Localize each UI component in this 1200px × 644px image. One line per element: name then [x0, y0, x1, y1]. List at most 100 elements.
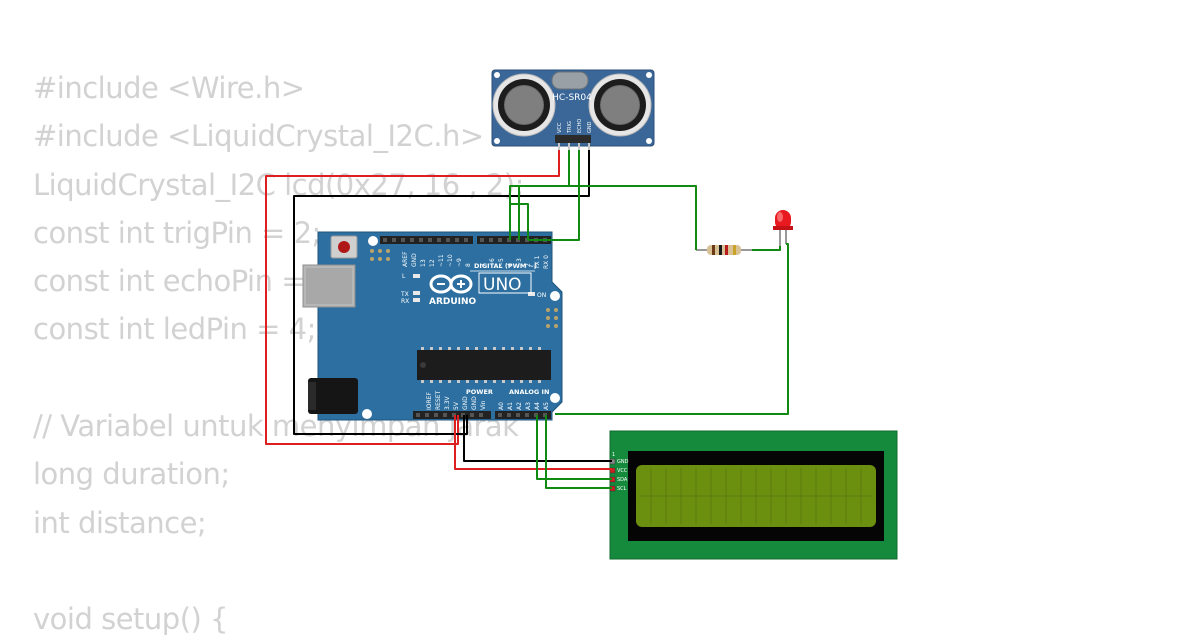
- pin-label: ~3: [516, 258, 523, 267]
- wire-led-signal[interactable]: [518, 185, 697, 250]
- code-editor: #include <Wire.h> #include <LiquidCrysta…: [33, 64, 524, 644]
- led-l-icon: [413, 274, 420, 278]
- pin-label: 7: [480, 263, 487, 267]
- lcd-pin-marker: 1: [612, 452, 615, 458]
- crystal-oscillator-icon: [551, 71, 589, 90]
- pin-label: 5V: [453, 401, 460, 410]
- pin-label: GND: [411, 253, 418, 267]
- pin-label: ~10: [447, 254, 454, 267]
- pin-label: ~5: [498, 258, 505, 267]
- pin-label: IOREF: [426, 392, 433, 410]
- wire-echo-stub[interactable]: [510, 203, 529, 240]
- sensor-pin-vcc[interactable]: [558, 143, 560, 151]
- wire-lcd-gnd[interactable]: [463, 415, 612, 462]
- power-led-icon: [528, 292, 535, 296]
- board-brand-label: ARDUINO: [429, 297, 477, 307]
- pin-label: A4: [534, 402, 541, 410]
- transducer-left-icon: [492, 73, 556, 137]
- lcd-pin-label: SCL: [617, 486, 627, 492]
- analog-label: ANALOG IN: [509, 388, 549, 396]
- pin-label: 3.3V: [444, 395, 451, 410]
- led-icon: [773, 210, 793, 248]
- pin-label: A3: [525, 402, 532, 410]
- led-label-l: L: [402, 273, 406, 280]
- usb-port-icon: [302, 264, 356, 308]
- pin-label: 13: [420, 259, 427, 267]
- power-jack-icon: [308, 378, 358, 414]
- pin-label: A0: [498, 402, 505, 410]
- analog-header[interactable]: [495, 411, 551, 419]
- icsp-header: [370, 249, 390, 261]
- transducer-right-icon: [588, 73, 652, 137]
- sensor-pin-label: TRIG: [567, 121, 573, 134]
- mount-hole-icon: [494, 72, 500, 78]
- ultrasonic-sensor[interactable]: HC-SR04 VCC TRIG ECHO GND: [491, 69, 655, 151]
- power-led-label: ON: [537, 292, 546, 299]
- mount-hole-icon: [362, 409, 372, 419]
- digital-label: DIGITAL (PWM ~): [474, 262, 537, 270]
- wire-sensor-vcc[interactable]: [265, 150, 560, 445]
- code-line: const int echoPin = 3;: [33, 264, 341, 299]
- code-line: const int ledPin = 4;: [33, 312, 316, 347]
- mount-hole-icon: [494, 138, 500, 144]
- lcd-pin-label: GND: [617, 459, 629, 465]
- sensor-pin-gnd[interactable]: [588, 143, 590, 151]
- code-line: #include <Wire.h>: [33, 71, 305, 105]
- sensor-pin-echo[interactable]: [578, 143, 580, 151]
- side-header: [546, 308, 558, 328]
- wire-lcd-sda[interactable]: [536, 415, 612, 480]
- pin-label: A5: [543, 402, 550, 410]
- pin-label: ~9: [456, 258, 463, 267]
- sensor-pin-label: ECHO: [577, 119, 583, 133]
- atmega-chip-icon: [417, 347, 551, 383]
- mount-hole-icon: [368, 236, 378, 246]
- digital-header-left[interactable]: [380, 236, 473, 244]
- code-line: long duration;: [33, 457, 230, 492]
- wire-lcd-vcc[interactable]: [454, 415, 612, 470]
- wire-lcd-scl[interactable]: [545, 415, 612, 489]
- mount-hole-icon: [646, 72, 652, 78]
- pin-label: ~6: [489, 258, 496, 267]
- lcd-pin-label: SDA: [617, 477, 628, 483]
- wire-led-gnd[interactable]: [555, 243, 789, 415]
- sensor-pin-label: GND: [587, 121, 593, 133]
- pin-label: 2: [525, 263, 532, 267]
- reset-button-icon[interactable]: [330, 235, 358, 259]
- sensor-header: [555, 135, 591, 143]
- led-label-tx: TX: [400, 291, 409, 298]
- led-tx-icon: [413, 291, 420, 295]
- arduino-infinity-logo: [429, 274, 473, 294]
- wire-sensor-gnd[interactable]: [293, 150, 590, 435]
- resistor-icon: [696, 245, 752, 255]
- arduino-uno-board[interactable]: AREF GND 13 12 ~11 ~10 ~9 8 7 ~6 ~5 4 ~3…: [302, 231, 563, 421]
- code-line: LiquidCrystal_I2C lcd(0x27, 16 , 2);: [33, 167, 524, 202]
- wire-resistor-led[interactable]: [752, 246, 781, 251]
- pin-label: RESET: [435, 390, 442, 410]
- led-rx-icon: [413, 298, 420, 302]
- red-led[interactable]: [773, 210, 793, 248]
- board-model-label: UNO: [483, 275, 522, 295]
- pin-label: A2: [516, 402, 523, 410]
- pin-label: A1: [507, 402, 514, 410]
- pin-label: ~11: [438, 254, 445, 267]
- mount-hole-icon: [646, 138, 652, 144]
- mount-hole-icon: [550, 291, 560, 301]
- wire-echo[interactable]: [528, 150, 580, 241]
- pin-label: 4: [507, 263, 514, 267]
- sensor-model-label: HC-SR04: [552, 93, 592, 103]
- lcd-display[interactable]: 1 GND VCC SDA SCL: [609, 430, 898, 560]
- pin-label: GND: [471, 396, 478, 410]
- lcd-pin-vcc[interactable]: [609, 467, 616, 474]
- pin-label: 8: [465, 263, 472, 267]
- circuit-diagram: HC-SR04 VCC TRIG ECHO GND: [265, 69, 898, 560]
- pin-label: Vin: [480, 400, 487, 410]
- digital-header-right[interactable]: [477, 236, 551, 244]
- sensor-pin-trig[interactable]: [568, 143, 570, 151]
- lcd-pin-label: VCC: [617, 468, 628, 474]
- code-line: int distance;: [33, 505, 207, 540]
- mount-hole-icon: [550, 393, 560, 403]
- led-label-rx: RX: [401, 298, 409, 305]
- code-line: #include <LiquidCrystal_I2C.h>: [33, 119, 484, 154]
- resistor[interactable]: [696, 245, 752, 255]
- pin-label: GND: [462, 396, 469, 410]
